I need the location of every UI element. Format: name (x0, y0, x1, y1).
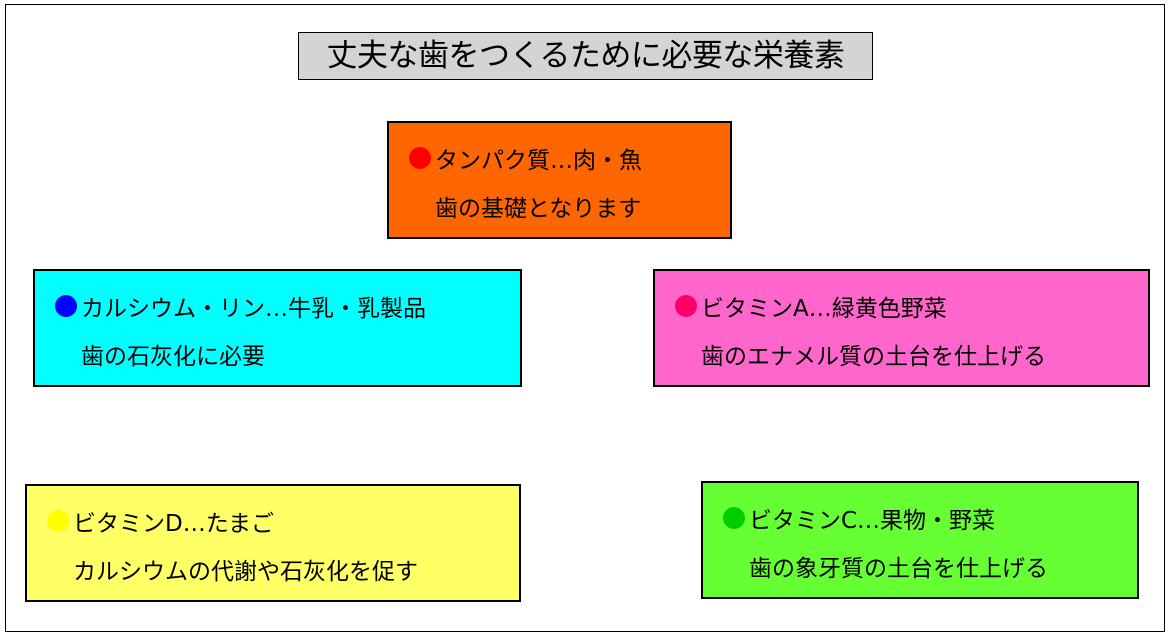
bullet-dot-icon (409, 147, 431, 169)
bullet-dot-icon (723, 507, 745, 529)
nutrient-description: カルシウムの代謝や石灰化を促す (73, 559, 418, 585)
nutrient-heading-row: カルシウム・リン…牛乳・乳製品 (55, 289, 426, 323)
nutrient-box-vitamin-d: ビタミンD…たまご カルシウムの代謝や石灰化を促す (25, 484, 521, 602)
nutrient-heading: ビタミンD…たまご (73, 511, 275, 537)
nutrient-heading-row: ビタミンA…緑黄色野菜 (675, 289, 947, 323)
nutrient-heading: ビタミンA…緑黄色野菜 (701, 296, 947, 322)
nutrient-heading-row: タンパク質…肉・魚 (409, 141, 642, 175)
nutrient-heading: ビタミンC…果物・野菜 (749, 508, 996, 534)
nutrient-box-calcium: カルシウム・リン…牛乳・乳製品 歯の石灰化に必要 (33, 269, 522, 387)
diagram-title: 丈夫な歯をつくるために必要な栄養素 (298, 32, 873, 80)
nutrient-heading: カルシウム・リン…牛乳・乳製品 (81, 296, 426, 322)
nutrient-description: 歯の石灰化に必要 (81, 344, 265, 370)
nutrient-box-vitamin-c: ビタミンC…果物・野菜 歯の象牙質の土台を仕上げる (701, 481, 1139, 599)
nutrient-heading-row: ビタミンC…果物・野菜 (723, 501, 995, 535)
bullet-dot-icon (675, 295, 697, 317)
nutrient-description: 歯のエナメル質の土台を仕上げる (701, 344, 1046, 370)
bullet-dot-icon (55, 295, 77, 317)
nutrient-box-protein: タンパク質…肉・魚 歯の基礎となります (387, 121, 732, 239)
nutrient-heading: タンパク質…肉・魚 (435, 148, 642, 174)
nutrient-description: 歯の基礎となります (435, 196, 642, 222)
nutrient-heading-row: ビタミンD…たまご (47, 504, 274, 538)
bullet-dot-icon (47, 510, 69, 532)
nutrient-box-vitamin-a: ビタミンA…緑黄色野菜 歯のエナメル質の土台を仕上げる (653, 269, 1150, 387)
nutrient-description: 歯の象牙質の土台を仕上げる (749, 556, 1048, 582)
